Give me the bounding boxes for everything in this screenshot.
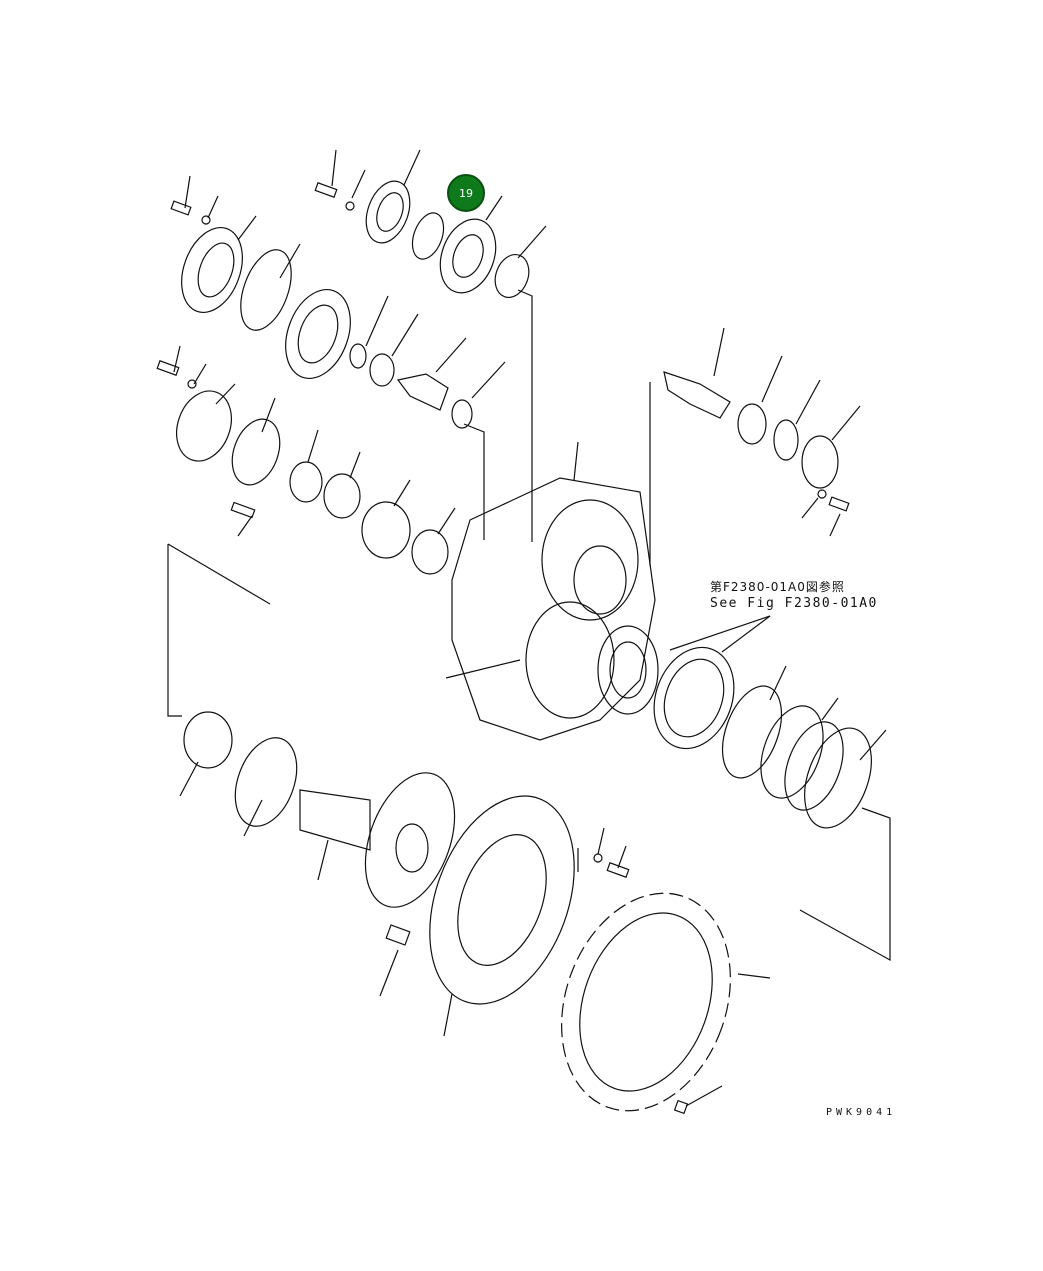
part-callout-badge[interactable]: 19: [447, 174, 485, 212]
floating-seals: [653, 646, 872, 829]
leader-lines: [167, 149, 891, 1107]
main-housing: [451, 477, 659, 741]
lower-parts: [183, 711, 630, 1005]
drawing-code: PWK9041: [826, 1107, 897, 1118]
sprocket-segments: [561, 892, 731, 1115]
figure-reference-english[interactable]: See Fig F2380-01A0: [710, 596, 878, 611]
figure-reference-japanese: 第F2380-01A0図参照: [710, 580, 845, 594]
upper-left-parts: [156, 180, 530, 575]
upper-right-parts: [663, 371, 850, 512]
